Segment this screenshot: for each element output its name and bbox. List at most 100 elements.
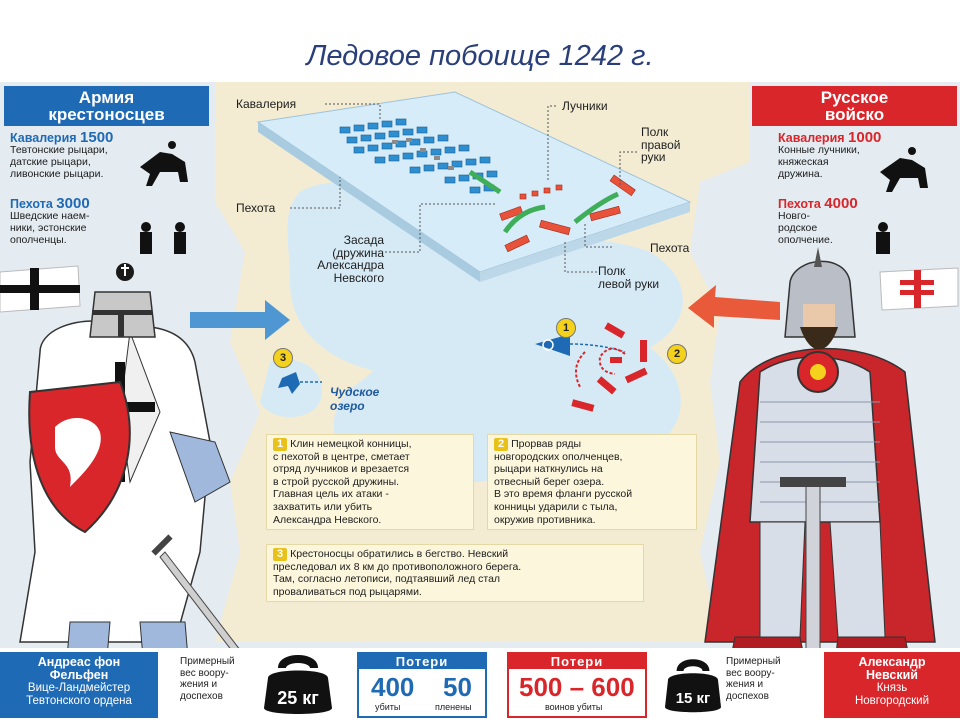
- kettlebell-weight-left: 25 кг: [277, 688, 319, 708]
- russian-cavalry-desc: дружина.: [778, 168, 823, 180]
- crusader-commander-name: Андреас фон: [37, 655, 121, 669]
- note-1-line: Александра Невского.: [273, 513, 382, 526]
- note-1-line: в строй русской дружины.: [273, 475, 400, 488]
- weight-caption-line: доспехов: [726, 690, 769, 702]
- crusader-killed-label: убиты: [375, 702, 401, 712]
- crusader-infantry-desc: ополченцы.: [10, 234, 67, 246]
- note-1-line: Клин немецкой конницы,: [290, 438, 412, 450]
- label-ambush-line: Невского: [333, 270, 384, 285]
- russian-weight-caption: Примерный вес воору- жения и доспехов: [726, 656, 816, 702]
- weight-caption-line: жения и: [726, 679, 764, 690]
- russian-infantry-label: Пехота: [778, 197, 821, 211]
- russian-infantry-desc: ополчение.: [778, 234, 833, 246]
- label-left-regiment-line: Полк: [598, 264, 626, 278]
- map-marker-2: 2: [667, 344, 687, 364]
- russian-commander-name: Александр: [858, 655, 926, 669]
- note-1-line: Главная цель их атаки -: [273, 488, 389, 501]
- kettlebell-icon: 25 кг: [264, 655, 332, 714]
- crusader-cavalry-desc: датские рыцари,: [10, 156, 91, 168]
- label-ambush-line: Александра: [317, 258, 384, 272]
- note-1-line: захватить или убить: [273, 500, 373, 513]
- crusader-weight-caption: Примерный вес воору- жения и доспехов: [180, 656, 270, 702]
- note-3-number: 3: [273, 548, 288, 561]
- crusader-infantry-info: Пехота 3000 Шведские наем- ники, эстонск…: [10, 195, 125, 246]
- lake-name-line: Чудское: [330, 385, 380, 399]
- note-2-line: Прорвав ряды: [511, 438, 582, 450]
- crusader-infantry-label: Пехота: [10, 197, 53, 211]
- crusader-captured-count: 50: [443, 672, 472, 702]
- label-left-regiment: Полк левой руки: [598, 265, 659, 290]
- weight-caption-line: вес воору-: [726, 667, 775, 679]
- russian-losses-title: Потери: [509, 654, 645, 669]
- kettlebell-icon: 15 кг: [665, 659, 721, 713]
- crusader-commander: Андреас фон Фельфен Вице-Ландмейстер Тев…: [0, 652, 158, 718]
- note-3-line: Там, согласно летописи, подтаявший лед с…: [273, 573, 501, 586]
- crusader-cavalry-info: Кавалерия 1500 Тевтонские рыцари, датски…: [10, 129, 145, 180]
- note-2-line: новгородских ополченцев,: [494, 450, 623, 463]
- note-3-line: преследовал их 8 км до противоположного …: [273, 560, 522, 573]
- lake-name-line: озеро: [330, 399, 365, 413]
- russian-header-line-1: Русское: [820, 88, 889, 107]
- russian-commander-title: Новгородский: [854, 695, 930, 707]
- crusader-losses-title: Потери: [359, 654, 485, 669]
- weight-caption-line: Примерный: [726, 656, 781, 667]
- russian-commander-title: Князь: [876, 682, 908, 694]
- label-right-regiment-line: правой: [641, 137, 681, 152]
- russian-killed-label: воинов убиты: [545, 702, 603, 712]
- slide-title: Ледовое побоище 1242 г.: [306, 40, 654, 72]
- crusader-cavalry-label: Кавалерия: [10, 131, 77, 145]
- russian-infantry-desc: родское: [778, 222, 818, 234]
- note-2-line: отвесный берег озера.: [494, 475, 605, 488]
- russian-header-line-2: войско: [824, 105, 885, 124]
- weight-caption-line: Примерный: [180, 656, 235, 667]
- russian-cavalry-count: 1000: [848, 129, 882, 146]
- note-2-line: конницы ударили с тыла,: [494, 500, 618, 513]
- russian-infantry-count: 4000: [824, 195, 858, 212]
- russian-cavalry-label: Кавалерия: [778, 131, 845, 145]
- note-2-line: окружив противника.: [494, 513, 596, 526]
- crusader-cavalry-desc: Тевтонские рыцари,: [10, 144, 108, 156]
- label-right-regiment-line: руки: [641, 150, 666, 164]
- crusader-commander-title: Вице-Ландмейстер: [27, 682, 131, 694]
- battle-infographic: Армия крестоносцев Русское войско Кавале…: [0, 82, 960, 720]
- crusader-cavalry-count: 1500: [80, 129, 114, 146]
- russian-infantry-info: Пехота 4000 Новго- родское ополчение.: [778, 195, 878, 246]
- note-1-line: с пехотой в центре, сметает: [273, 450, 410, 463]
- note-2-number: 2: [494, 438, 509, 451]
- weight-caption-line: жения и: [180, 679, 218, 690]
- crusaders-header-line-2: крестоносцев: [48, 105, 165, 124]
- map-marker-3: 3: [273, 348, 293, 368]
- crusader-infantry-desc: Шведские наем-: [10, 210, 90, 222]
- note-1-line: отряд лучников и врезается: [273, 463, 410, 476]
- crusader-losses: Потери 400 50 убиты пленены: [357, 652, 487, 718]
- label-right-regiment: Полк правой руки: [641, 126, 680, 164]
- russian-cavalry-desc: княжеская: [778, 156, 829, 168]
- crusader-infantry-desc: ники, эстонские: [10, 222, 87, 234]
- label-archers: Лучники: [562, 99, 608, 113]
- russian-commander-name: Невский: [866, 668, 918, 682]
- label-right-regiment-line: Полк: [641, 125, 669, 139]
- weight-caption-line: доспехов: [180, 690, 223, 702]
- label-ambush: Засада (дружина Александра Невского: [290, 234, 384, 284]
- russian-cavalry-desc: Конные лучники,: [778, 144, 860, 156]
- label-infantry-right: Пехота: [650, 241, 690, 255]
- crusaders-header-line-1: Армия: [78, 88, 135, 107]
- note-3-line: проваливаться под рыцарями.: [273, 585, 422, 598]
- russian-killed-count: 500 – 600: [519, 672, 635, 702]
- crusader-infantry-count: 3000: [56, 195, 90, 212]
- russian-infantry-desc: Новго-: [778, 210, 810, 222]
- note-2-line: рыцари наткнулись на: [494, 463, 603, 476]
- label-cavalry: Кавалерия: [236, 97, 297, 111]
- crusader-commander-name: Фельфен: [49, 668, 109, 682]
- crusader-captured-label: пленены: [435, 702, 472, 712]
- weight-caption-line: вес воору-: [180, 667, 229, 679]
- crusader-cavalry-desc: ливонские рыцари.: [10, 168, 104, 180]
- map-marker-1: 1: [556, 318, 576, 338]
- label-infantry-left: Пехота: [236, 201, 276, 215]
- russian-cavalry-info: Кавалерия 1000 Конные лучники, княжеская…: [778, 129, 888, 180]
- label-ambush-line: (дружина: [332, 245, 384, 260]
